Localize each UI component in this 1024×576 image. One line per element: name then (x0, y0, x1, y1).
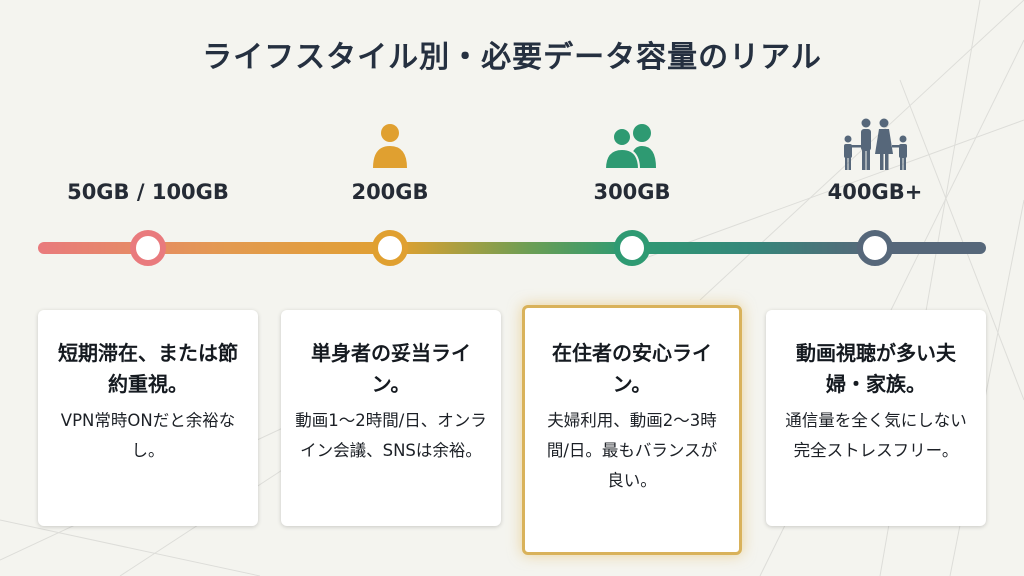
timeline-node (857, 230, 893, 266)
tier-label: 400GB+ (827, 180, 923, 204)
tier-card: 動画視聴が多い夫婦・家族。 通信量を全く気にしない完全ストレスフリー。 (766, 310, 986, 526)
timeline-node (130, 230, 166, 266)
timeline-node (372, 230, 408, 266)
card-heading: 単身者の妥当ライン。 (311, 341, 471, 396)
single-person-icon (373, 124, 407, 168)
tier-label: 50GB / 100GB (67, 180, 229, 204)
card-heading: 短期滞在、または節約重視。 (58, 341, 238, 396)
card-body: VPN常時ONだと余裕なし。 (60, 411, 236, 460)
couple-icon (604, 124, 656, 170)
tier-card: 短期滞在、または節約重視。 VPN常時ONだと余裕なし。 (38, 310, 258, 526)
tier-label: 200GB (351, 180, 429, 204)
card-heading: 在住者の安心ライン。 (552, 341, 712, 396)
card-heading: 動画視聴が多い夫婦・家族。 (796, 341, 956, 396)
tier-card-highlighted: 在住者の安心ライン。 夫婦利用、動画2〜3時間/日。最もバランスが良い。 (522, 305, 742, 555)
family-icon (844, 118, 907, 170)
card-body: 夫婦利用、動画2〜3時間/日。最もバランスが良い。 (546, 411, 718, 490)
tier-label: 300GB (593, 180, 671, 204)
page-title: ライフスタイル別・必要データ容量のリアル (202, 40, 822, 75)
card-body: 動画1〜2時間/日、オンライン会議、SNSは余裕。 (295, 411, 487, 460)
timeline-node (614, 230, 650, 266)
tier-card: 単身者の妥当ライン。 動画1〜2時間/日、オンライン会議、SNSは余裕。 (281, 310, 501, 526)
card-body: 通信量を全く気にしない完全ストレスフリー。 (785, 411, 967, 460)
timeline-track (38, 242, 986, 254)
